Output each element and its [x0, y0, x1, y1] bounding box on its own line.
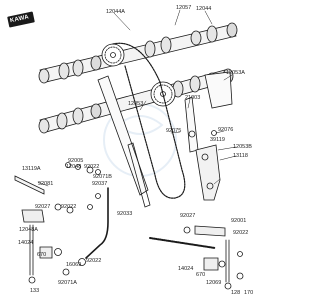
washer-92075	[188, 130, 196, 138]
chain-guide-rear	[184, 96, 199, 153]
leader-lines	[37, 9, 237, 187]
upper-sprocket	[101, 43, 125, 67]
label-170: 170	[244, 290, 254, 296]
label-12057: 12057	[176, 5, 192, 11]
cam-chain	[112, 42, 186, 199]
label-92027-a: 92027	[35, 204, 51, 210]
label-92001: 92001	[231, 218, 247, 224]
label-92022-b: 92022	[61, 204, 77, 210]
tensioner-arm	[195, 144, 221, 201]
label-92022-c: 92022	[86, 258, 102, 264]
label-92022-a: 92022	[84, 164, 100, 170]
chain-guide-front	[97, 75, 149, 196]
label-670-a: 670	[37, 252, 47, 258]
label-12048: 12048	[66, 164, 82, 170]
label-16069: 16069	[66, 262, 82, 268]
chain-guide-top	[204, 71, 233, 109]
label-92027-b: 92027	[180, 213, 196, 219]
label-92022-d: 92022	[233, 230, 249, 236]
label-39119: 39119	[210, 137, 225, 143]
label-12044: 12044	[196, 6, 212, 12]
label-21003: 21003	[185, 95, 201, 101]
label-12053A: 12053A	[226, 70, 245, 76]
guide-leg	[127, 142, 151, 208]
label-133: 133	[30, 288, 40, 294]
upper-camshaft	[38, 22, 238, 84]
label-128: 128	[231, 290, 241, 296]
right-tensioner-assembly	[149, 225, 244, 290]
label-670-b: 670	[196, 272, 206, 278]
label-92071A: 92071A	[58, 280, 77, 286]
label-92005: 92005	[68, 158, 84, 164]
label-13119A: 13119A	[22, 166, 41, 172]
label-92033: 92033	[117, 211, 133, 217]
label-92071B: 92071B	[93, 174, 112, 180]
label-13118: 13118	[233, 153, 248, 159]
diagram-drawing	[14, 9, 244, 290]
label-12053: 12053	[128, 101, 144, 107]
label-12044A: 12044A	[106, 9, 125, 15]
label-92081: 92081	[38, 181, 54, 187]
parts-diagram: KAWA	[7, 5, 254, 296]
label-92037: 92037	[92, 181, 108, 187]
label-14024-b: 14024	[178, 266, 194, 272]
label-12053B: 12053B	[233, 144, 252, 150]
label-92075: 92075	[166, 128, 182, 134]
left-tensioner-assembly	[14, 162, 109, 284]
label-12069: 12069	[206, 280, 222, 286]
label-92076: 92076	[218, 127, 234, 133]
label-12048A: 12048A	[19, 227, 38, 233]
label-14024-a: 14024	[18, 240, 34, 246]
